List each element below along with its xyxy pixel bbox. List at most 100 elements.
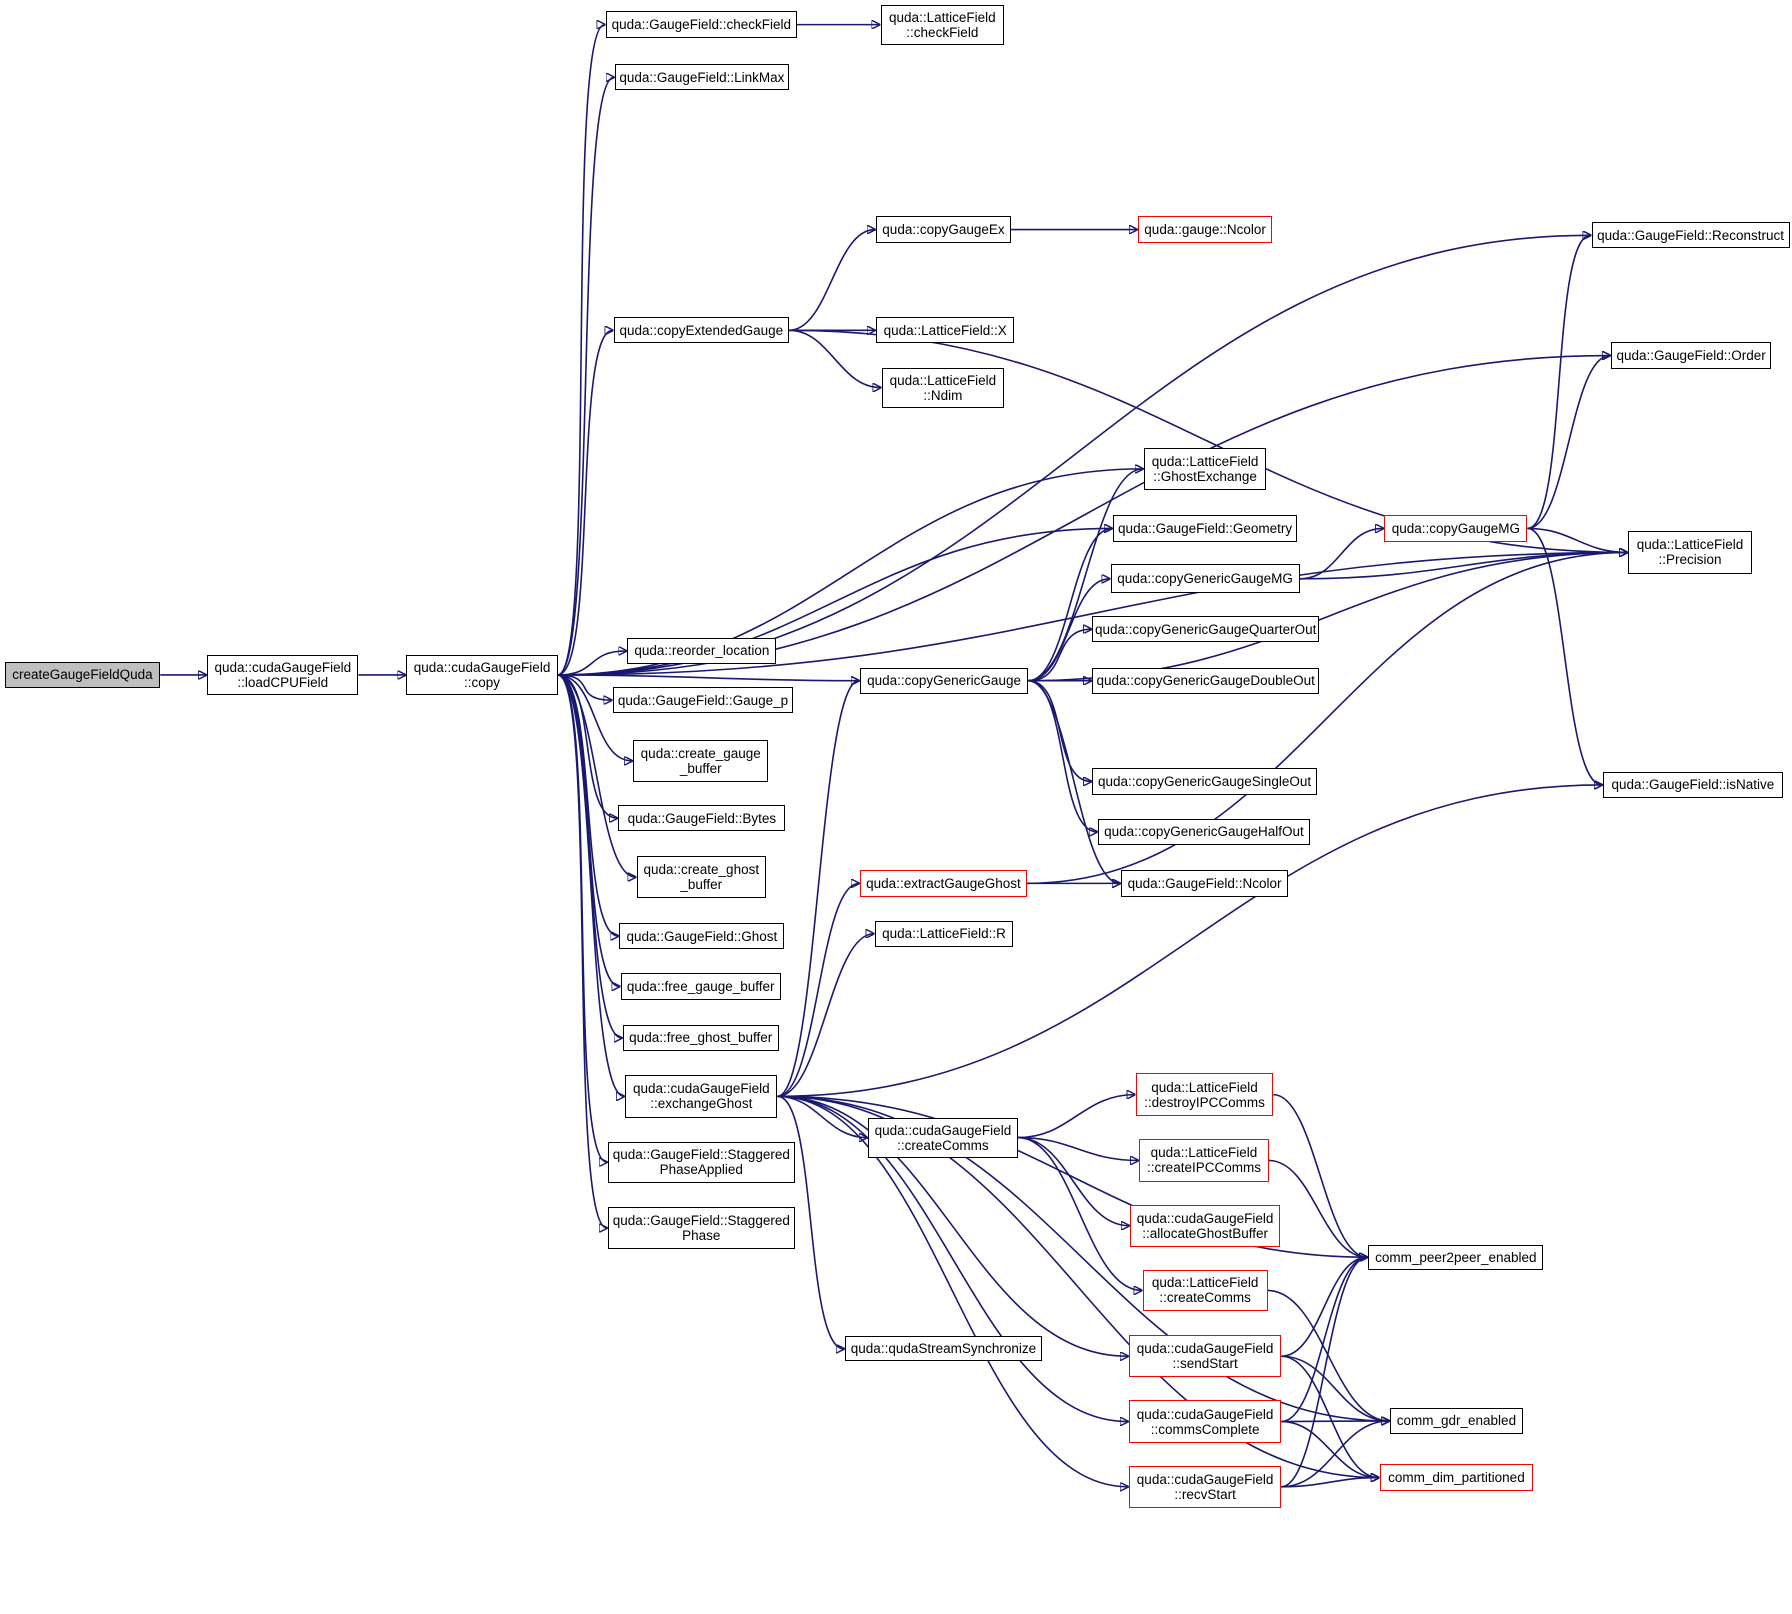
edge-copygenericgaugemg-to-precision [1299,552,1628,580]
node-lf-r[interactable]: quda::LatticeField::R [874,920,1014,947]
node-copygaugeex[interactable]: quda::copyGaugeEx [875,216,1012,243]
edge-copygaugemg-to-precision [1527,527,1627,552]
edge-copy-to-reorder-location [557,651,627,676]
node-comm-gdr-enabled[interactable]: comm_gdr_enabled [1390,1408,1523,1434]
node-comm-peer2peer-enabled[interactable]: comm_peer2peer_enabled [1368,1244,1544,1270]
node-extractgaugeghost[interactable]: quda::extractGaugeGhost [859,870,1028,897]
edge-copy-to-checkfield [557,25,605,676]
node-staggeredphaseapplied[interactable]: quda::GaugeField::Staggered PhaseApplied [607,1141,795,1183]
node-loadcpufield[interactable]: quda::cudaGaugeField ::loadCPUField [207,654,359,695]
edge-exchangeghost-to-lf-r [777,934,873,1098]
node-copygenericgaugequarterout[interactable]: quda::copyGenericGaugeQuarterOut [1092,616,1320,643]
edge-copygenericgauge-to-geometry [1028,528,1112,682]
node-create-ghost-buffer[interactable]: quda::create_ghost _buffer [636,856,766,898]
node-order[interactable]: quda::GaugeField::Order [1611,342,1772,369]
edge-copyextendedgauge-to-lf-ndim [788,329,881,387]
node-staggeredphase[interactable]: quda::GaugeField::Staggered Phase [607,1206,795,1250]
edge-copy-to-precision [557,552,1628,676]
edge-cgf-createcomms-to-allocateghostbuffer [1017,1136,1129,1226]
edge-recvstart-to-comm-gdr-enabled [1281,1421,1389,1488]
edge-createipccomms-to-comm-peer2peer-enabled [1268,1159,1368,1257]
node-free-ghost-buffer[interactable]: quda::free_ghost_buffer [622,1024,779,1052]
node-lf-createcomms[interactable]: quda::LatticeField ::createComms [1142,1269,1268,1312]
edge-sendstart-to-comm-peer2peer-enabled [1281,1257,1367,1358]
edge-exchangeghost-to-copygenericgauge [777,681,858,1098]
node-gauge-p[interactable]: quda::GaugeField::Gauge_p [612,687,794,714]
edge-exchangeghost-to-extractgaugeghost [777,883,858,1098]
edge-copy-to-create-gauge-buffer [557,674,633,761]
node-reorder-location[interactable]: quda::reorder_location [627,637,777,665]
edge-cgf-createcomms-to-createipccomms [1017,1136,1138,1161]
edge-copy-to-gauge-p [557,674,612,700]
edge-copygenericgauge-to-copygenericgaugequarterout [1028,629,1091,682]
edge-exchangeghost-to-recvstart [777,1095,1128,1486]
edge-exchangeghost-to-isnative [777,785,1602,1098]
edge-exchangeghost-to-sendstart [777,1095,1128,1356]
node-commscomplete[interactable]: quda::cudaGaugeField ::commsComplete [1128,1400,1282,1443]
edge-destroyipccomms-to-comm-peer2peer-enabled [1273,1093,1367,1258]
node-lf-x[interactable]: quda::LatticeField::X [875,317,1015,344]
node-copygenericgaugesingleout[interactable]: quda::copyGenericGaugeSingleOut [1092,768,1317,795]
edge-copy-to-staggeredphase [557,674,607,1228]
node-ghost[interactable]: quda::GaugeField::Ghost [619,922,785,950]
node-free-gauge-buffer[interactable]: quda::free_gauge_buffer [620,973,781,1000]
edge-commscomplete-to-comm-dim-partitioned [1281,1420,1378,1478]
node-create-gauge-buffer[interactable]: quda::create_gauge _buffer [633,739,769,783]
node-copygenericgauge[interactable]: quda::copyGenericGauge [859,667,1029,694]
node-recvstart[interactable]: quda::cudaGaugeField ::recvStart [1128,1465,1282,1508]
node-lf-checkfield[interactable]: quda::LatticeField ::checkField [880,4,1005,45]
edge-copygenericgaugemg-to-copygaugemg [1299,528,1384,580]
node-checkfield[interactable]: quda::GaugeField::checkField [605,11,797,38]
edge-exchangeghost-to-comm-gdr-enabled [777,1095,1389,1421]
node-copygaugemg[interactable]: quda::copyGaugeMG [1384,515,1528,542]
node-bytes[interactable]: quda::GaugeField::Bytes [618,804,786,832]
edge-copy-to-copyextendedgauge [557,330,613,676]
edge-extractgaugeghost-to-precision [1027,552,1627,885]
edge-recvstart-to-comm-peer2peer-enabled [1281,1257,1367,1488]
node-geometry[interactable]: quda::GaugeField::Geometry [1112,515,1298,542]
node-reconstruct[interactable]: quda::GaugeField::Reconstruct [1591,222,1790,249]
node-copygenericgaugehalfout[interactable]: quda::copyGenericGaugeHalfOut [1098,818,1310,845]
node-allocateghostbuffer[interactable]: quda::cudaGaugeField ::allocateGhostBuff… [1130,1204,1281,1247]
node-qudastreamsynchronize[interactable]: quda::qudaStreamSynchronize [845,1336,1042,1362]
node-isnative[interactable]: quda::GaugeField::isNative [1603,771,1783,799]
node-cgf-createcomms[interactable]: quda::cudaGaugeField ::createComms [867,1117,1018,1158]
edge-exchangeghost-to-comm-peer2peer-enabled [777,1095,1367,1257]
edge-copygenericgauge-to-copygenericgaugehalfout [1028,679,1097,832]
node-createipccomms[interactable]: quda::LatticeField ::createIPCComms [1139,1139,1269,1182]
node-ghostexchange[interactable]: quda::LatticeField ::GhostExchange [1143,447,1267,491]
edge-copy-to-copygenericgauge [557,674,859,681]
edge-copygaugemg-to-isnative [1527,527,1602,784]
edge-copy-to-geometry [557,528,1112,676]
node-comm-dim-partitioned[interactable]: comm_dim_partitioned [1379,1464,1534,1491]
edge-cgf-createcomms-to-destroyipccomms [1017,1095,1135,1139]
edge-copygenericgauge-to-ghostexchange [1028,469,1143,682]
edge-copy-to-linkmax [557,77,614,676]
edge-sendstart-to-comm-dim-partitioned [1281,1355,1378,1477]
node-precision[interactable]: quda::LatticeField ::Precision [1628,531,1752,574]
node-sendstart[interactable]: quda::cudaGaugeField ::sendStart [1128,1335,1282,1378]
edge-cgf-createcomms-to-lf-createcomms [1017,1136,1142,1291]
edge-copy-to-ghost [557,674,619,936]
node-destroyipccomms[interactable]: quda::LatticeField ::destroyIPCComms [1135,1072,1274,1117]
node-gauge-ncolor[interactable]: quda::gauge::Ncolor [1138,216,1273,243]
edge-copygenericgauge-to-copygenericgaugemg [1028,579,1109,682]
node-creategaugefieldquda: createGaugeFieldQuda [4,661,161,689]
edge-commscomplete-to-comm-gdr-enabled [1281,1421,1389,1422]
edge-recvstart-to-comm-dim-partitioned [1281,1478,1378,1488]
edge-exchangeghost-to-commscomplete [777,1095,1128,1421]
node-lf-ndim[interactable]: quda::LatticeField ::Ndim [881,367,1005,408]
node-copy[interactable]: quda::cudaGaugeField ::copy [406,654,558,695]
node-linkmax[interactable]: quda::GaugeField::LinkMax [614,64,789,91]
edge-copy-to-create-ghost-buffer [557,674,636,877]
edge-commscomplete-to-comm-peer2peer-enabled [1281,1257,1367,1423]
edge-copygaugemg-to-order [1527,356,1610,530]
edge-copy-to-exchangeghost [557,674,625,1096]
node-copygenericgaugemg[interactable]: quda::copyGenericGaugeMG [1110,564,1300,594]
node-gf-ncolor[interactable]: quda::GaugeField::Ncolor [1120,870,1289,897]
node-copygenericgaugedoubleout[interactable]: quda::copyGenericGaugeDoubleOut [1092,667,1320,694]
node-copyextendedgauge[interactable]: quda::copyExtendedGauge [613,317,789,344]
node-exchangeghost[interactable]: quda::cudaGaugeField ::exchangeGhost [625,1075,778,1118]
edge-copyextendedgauge-to-copygaugeex [788,230,875,332]
